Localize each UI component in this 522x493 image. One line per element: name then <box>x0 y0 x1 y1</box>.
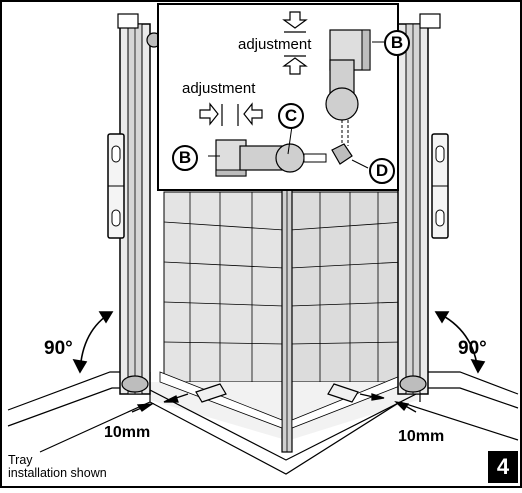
right-wall-bracket <box>431 133 449 239</box>
right-angle-arrow <box>434 311 486 374</box>
callout-d: D <box>369 158 395 184</box>
gap-label-left: 10mm <box>104 424 151 441</box>
left-angle-arrow <box>72 311 114 374</box>
left-gap-arrows <box>131 393 189 413</box>
callout-b-top: B <box>384 30 410 56</box>
adjustment-label-top: adjustment <box>238 36 312 53</box>
installation-note-line2: installation shown <box>8 466 107 480</box>
callout-c: C <box>278 103 304 129</box>
tiled-walls <box>150 191 418 440</box>
right-gap-arrows <box>359 393 417 413</box>
angle-label-right: 90° <box>458 338 487 359</box>
left-wall-bracket <box>107 133 125 239</box>
right-wall-profile <box>397 13 441 395</box>
adjustment-label-left: adjustment <box>182 80 256 97</box>
adjustment-detail-inset <box>157 3 399 191</box>
floor-clips <box>195 383 359 403</box>
installation-note-line1: Tray <box>8 453 33 467</box>
gap-label-right: 10mm <box>398 428 445 445</box>
callout-b-left: B <box>172 145 198 171</box>
angle-label-left: 90° <box>44 338 73 359</box>
left-wall-profile <box>117 13 162 395</box>
step-number-badge: 4 <box>488 451 518 483</box>
